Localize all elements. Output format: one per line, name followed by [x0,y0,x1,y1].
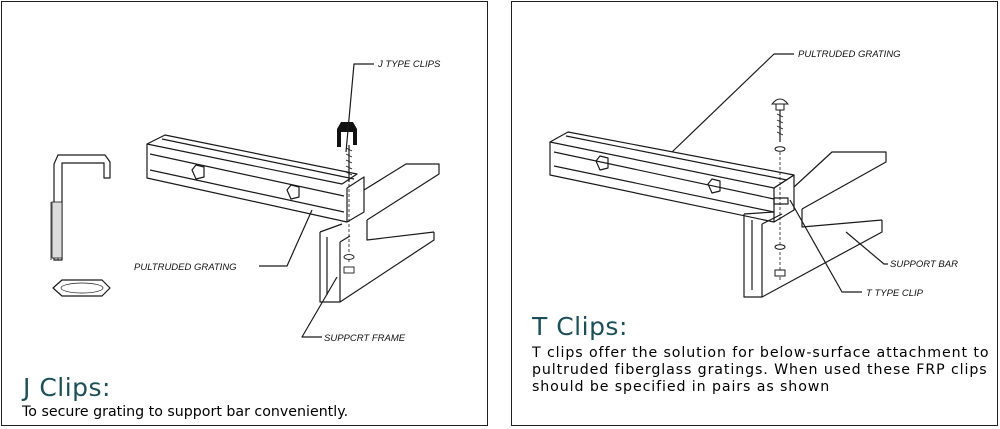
label-support-bar: SUPPORT BAR [890,259,958,270]
j-clip-drawing: J TYPE CLIPS PULTRUDED GRATING SUPPCRT F… [50,59,441,342]
label-pultruded-grating: PULTRUDED GRATING [798,49,901,60]
support-bar [743,151,887,298]
leader-t-clip [789,199,862,293]
pultruded-grating-bar [549,131,795,223]
t-clips-heading: T Clips: [532,312,628,341]
j-clips-panel: J TYPE CLIPS PULTRUDED GRATING SUPPCRT F… [1,1,488,426]
leader-grating [259,209,313,267]
t-clips-panel: PULTRUDED GRATING SUPPORT BAR T TYPE CLI… [511,1,998,426]
label-t-type-clip: T TYPE CLIP [866,288,924,299]
label-pultruded-grating: PULTRUDED GRATING [134,262,237,273]
j-clips-description: To secure grating to support bar conveni… [22,404,349,420]
leader-j-clips [345,63,374,153]
leader-grating [671,53,794,153]
leader-support-bar [845,231,888,265]
pultruded-grating-bar [146,134,365,223]
t-clip-bolt [770,98,790,280]
leader-support-frame [301,276,338,338]
j-clip-assembly [337,122,357,274]
t-clip-drawing: PULTRUDED GRATING SUPPORT BAR T TYPE CLI… [549,49,958,299]
j-clip-profile [50,154,111,261]
j-clips-heading: J Clips: [23,373,111,402]
label-j-type-clips: J TYPE CLIPS [377,59,441,70]
slot-washer [52,279,111,297]
label-support-frame: SUPPCRT FRAME [324,333,406,342]
t-clips-description: T clips offer the solution for below-sur… [532,345,990,395]
support-frame [319,163,440,303]
